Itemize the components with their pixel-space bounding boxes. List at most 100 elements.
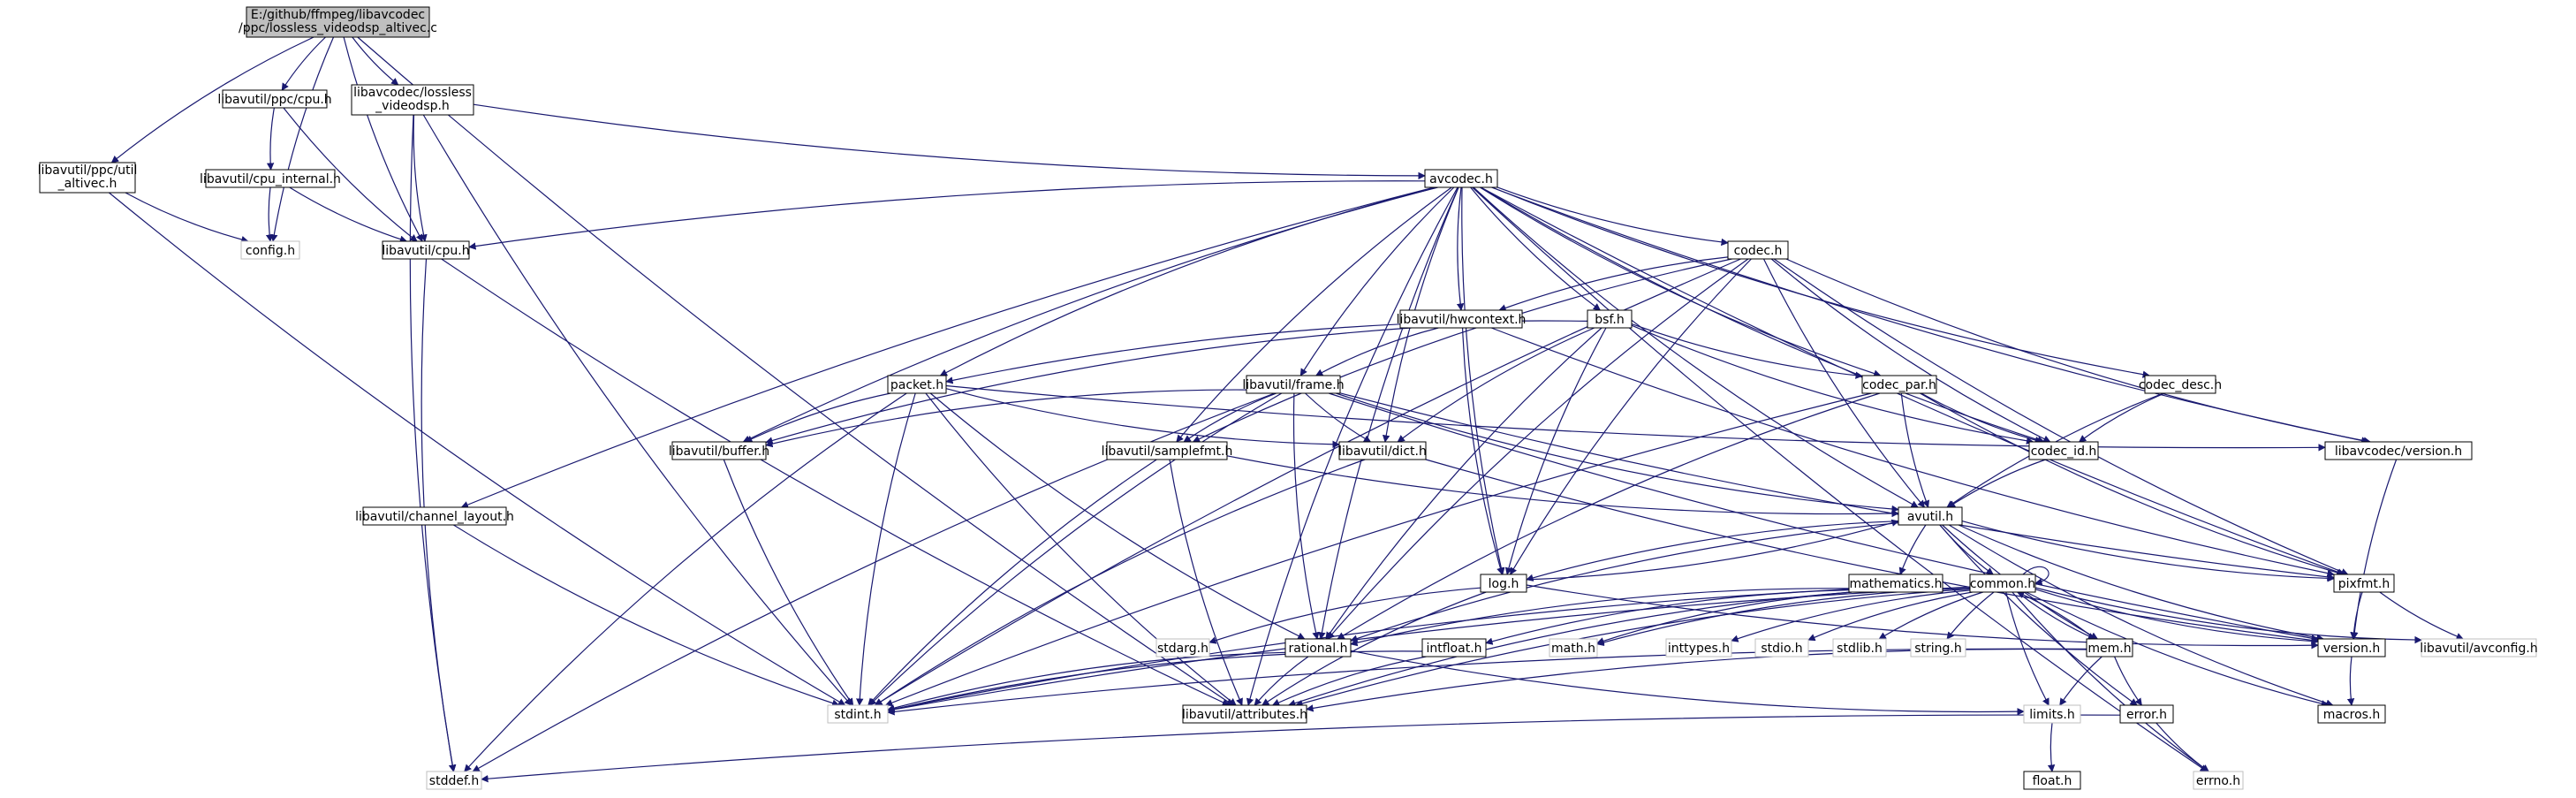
node-cpu_internal[interactable]: libavutil/cpu_internal.h: [200, 169, 341, 188]
node-codec_par[interactable]: codec_par.h: [1861, 375, 1937, 394]
edge-avcodec-to-buffer: [742, 186, 1437, 443]
node-lvdsp-label2: _videodsp.h: [375, 99, 450, 113]
edge-mem-to-stdint: [887, 648, 2087, 716]
node-mem[interactable]: mem.h: [2086, 638, 2133, 657]
node-lvdsp[interactable]: libavcodec/lossless_videodsp.h: [351, 84, 474, 116]
edge-packet-to-lc_version: [945, 384, 2326, 452]
node-lc_version-box: [2324, 441, 2473, 460]
node-channel_layout[interactable]: libavutil/channel_layout.h: [355, 506, 514, 526]
edge-codec_par-to-codec_id: [1921, 392, 2043, 445]
node-util_altivec-label2: _altivec.h: [57, 177, 117, 191]
edge-buffer-to-stdint: [723, 459, 854, 706]
edge-mathematics-to-rational: [1350, 588, 1850, 647]
node-codec_par-label: codec_par.h: [1862, 378, 1936, 392]
edge-avutil-to-mathematics: [1898, 524, 1927, 575]
edge-avcodec-to-rational: [1318, 186, 1459, 640]
edge-avcodec-to-codec_par: [1479, 186, 1882, 377]
node-codec_desc[interactable]: codec_desc.h: [2139, 375, 2222, 394]
node-buffer-label: libavutil/buffer.h: [669, 445, 769, 459]
dependency-nodes: E:/github/ffmpeg/libavcodec/ppc/lossless…: [38, 6, 2538, 790]
node-packet-label: packet.h: [890, 378, 943, 392]
node-intfloat-label: intfloat.h: [1426, 642, 1481, 656]
node-avutil[interactable]: avutil.h: [1898, 506, 1963, 526]
node-lc_version[interactable]: libavcodec/version.h: [2324, 441, 2473, 460]
node-buffer[interactable]: libavutil/buffer.h: [669, 441, 769, 460]
edge-frame-to-stdint: [868, 392, 1283, 706]
node-error-label: error.h: [2126, 708, 2167, 722]
edge-common-to-stdint: [887, 586, 1971, 713]
node-stddef: stddef.h: [426, 771, 482, 790]
dependency-edges: [109, 36, 2464, 783]
edge-ppc_cpu-to-cpu_internal: [266, 107, 275, 171]
node-frame[interactable]: libavutil/frame.h: [1242, 375, 1345, 394]
node-stdint: stdint.h: [827, 704, 889, 724]
edge-mem-to-attributes: [1306, 648, 2087, 712]
node-lvdsp-box: [351, 84, 474, 116]
edge-codec_id-to-avutil: [1947, 459, 2046, 508]
edge-avcodec-to-codec: [1496, 186, 1729, 247]
edge-lvdsp-to-cpu: [413, 114, 428, 242]
node-lvdsp-label: libavcodec/lossless: [353, 86, 472, 100]
edge-log-to-version: [1526, 584, 2319, 650]
node-intfloat[interactable]: intfloat.h: [1421, 638, 1487, 657]
node-math: math.h: [1549, 638, 1598, 657]
node-log[interactable]: log.h: [1480, 574, 1527, 593]
edge-avutil-to-macros: [1948, 524, 2334, 707]
edge-avcodec-to-samplefmt: [1176, 186, 1452, 443]
node-attributes[interactable]: libavutil/attributes.h: [1182, 704, 1307, 724]
node-version[interactable]: version.h: [2317, 638, 2386, 657]
node-errno-label: errno.h: [2196, 774, 2240, 788]
edge-packet-to-attributes: [925, 392, 1237, 706]
edge-frame-to-stddef: [472, 392, 1276, 772]
node-error[interactable]: error.h: [2119, 704, 2174, 724]
edge-bsf-to-codec_id: [1631, 324, 2034, 445]
node-float[interactable]: float.h: [2023, 771, 2081, 790]
node-root[interactable]: E:/github/ffmpeg/libavcodec/ppc/lossless…: [239, 6, 437, 38]
node-error-box: [2119, 704, 2174, 724]
node-avcodec-label: avcodec.h: [1429, 172, 1493, 186]
node-dict-label: libavutil/dict.h: [1338, 445, 1427, 459]
node-stdio: stdio.h: [1754, 638, 1809, 657]
node-dict[interactable]: libavutil/dict.h: [1338, 441, 1427, 460]
node-cpu[interactable]: libavutil/cpu.h: [382, 240, 470, 260]
node-avconfig-box: [2421, 638, 2537, 657]
node-limits: limits.h: [2023, 704, 2081, 724]
node-math-label: math.h: [1551, 642, 1595, 656]
node-mathematics[interactable]: mathematics.h: [1848, 574, 1943, 593]
node-avutil-label: avutil.h: [1907, 510, 1953, 524]
node-codec_desc-label: codec_desc.h: [2139, 378, 2222, 392]
edge-lvdsp-to-avcodec: [473, 103, 1426, 180]
node-samplefmt-label: libavutil/samplefmt.h: [1102, 445, 1233, 459]
edge-avcodec-to-codec_id: [1480, 186, 2045, 444]
node-samplefmt[interactable]: libavutil/samplefmt.h: [1102, 441, 1233, 460]
node-macros[interactable]: macros.h: [2317, 704, 2386, 724]
edge-rational-to-limits: [1350, 650, 2025, 716]
node-avcodec[interactable]: avcodec.h: [1424, 169, 1498, 188]
node-common[interactable]: common.h: [1969, 574, 2036, 593]
node-hwcontext[interactable]: libavutil/hwcontext.h: [1397, 309, 1527, 329]
node-codec_par-box: [1861, 375, 1937, 394]
node-avconfig-label: libavutil/avconfig.h: [2420, 642, 2537, 656]
node-lc_version-label: libavcodec/version.h: [2335, 445, 2462, 459]
node-bsf[interactable]: bsf.h: [1587, 309, 1633, 329]
edge-rational-to-stdint: [887, 651, 1286, 712]
node-rational[interactable]: rational.h: [1284, 638, 1352, 657]
edge-util_altivec-to-stdint: [109, 192, 846, 706]
edge-codec-to-pixfmt: [1773, 258, 2349, 575]
node-dict-box: [1338, 441, 1427, 460]
node-frame-box: [1246, 375, 1341, 394]
node-util_altivec-label: libavutil/ppc/util: [38, 163, 138, 178]
node-util_altivec[interactable]: libavutil/ppc/util_altivec.h: [38, 162, 138, 194]
node-version-box: [2317, 638, 2386, 657]
node-ppc_cpu[interactable]: libavutil/ppc/cpu.h: [217, 89, 332, 109]
edge-avutil-to-pixfmt: [1961, 521, 2335, 582]
edge-log-to-avutil: [1526, 519, 1899, 581]
node-stddef-box: [426, 771, 482, 790]
edge-bsf-to-codec_par: [1631, 323, 1863, 379]
node-pixfmt[interactable]: pixfmt.h: [2333, 574, 2395, 593]
node-mem-label: mem.h: [2087, 642, 2131, 656]
node-codec[interactable]: codec.h: [1727, 240, 1789, 260]
node-version-label: version.h: [2323, 642, 2381, 656]
node-packet[interactable]: packet.h: [887, 375, 947, 394]
node-codec_id[interactable]: codec_id.h: [2028, 441, 2099, 460]
